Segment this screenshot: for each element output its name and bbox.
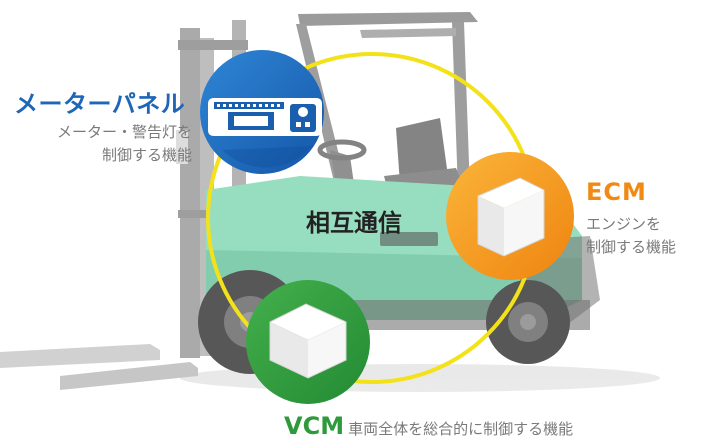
meter-panel-node xyxy=(200,50,324,174)
meter-panel-icon xyxy=(208,98,322,136)
vcm-box-icon xyxy=(269,303,347,379)
meter-panel-title: メーターパネル xyxy=(14,90,186,118)
ecm-desc-line1: エンジンを xyxy=(586,215,662,233)
center-label: 相互通信 xyxy=(306,209,402,237)
vcm-title: VCM xyxy=(284,412,345,440)
ecm-desc-line2: 制御する機能 xyxy=(586,238,677,256)
ecm-description: エンジンを 制御する機能 xyxy=(586,213,676,259)
ecm-node xyxy=(446,152,574,280)
meter-panel-desc-line1: メーター・警告灯を xyxy=(56,123,192,141)
vcm-node xyxy=(246,280,370,404)
vcm-description: 車両全体を総合的に制御する機能 xyxy=(348,420,574,438)
meter-panel-description: メーター・警告灯を 制御する機能 xyxy=(57,121,192,167)
ecm-title: ECM xyxy=(586,178,647,206)
meter-panel-desc-line2: 制御する機能 xyxy=(101,146,192,164)
ecm-box-icon xyxy=(477,177,545,257)
